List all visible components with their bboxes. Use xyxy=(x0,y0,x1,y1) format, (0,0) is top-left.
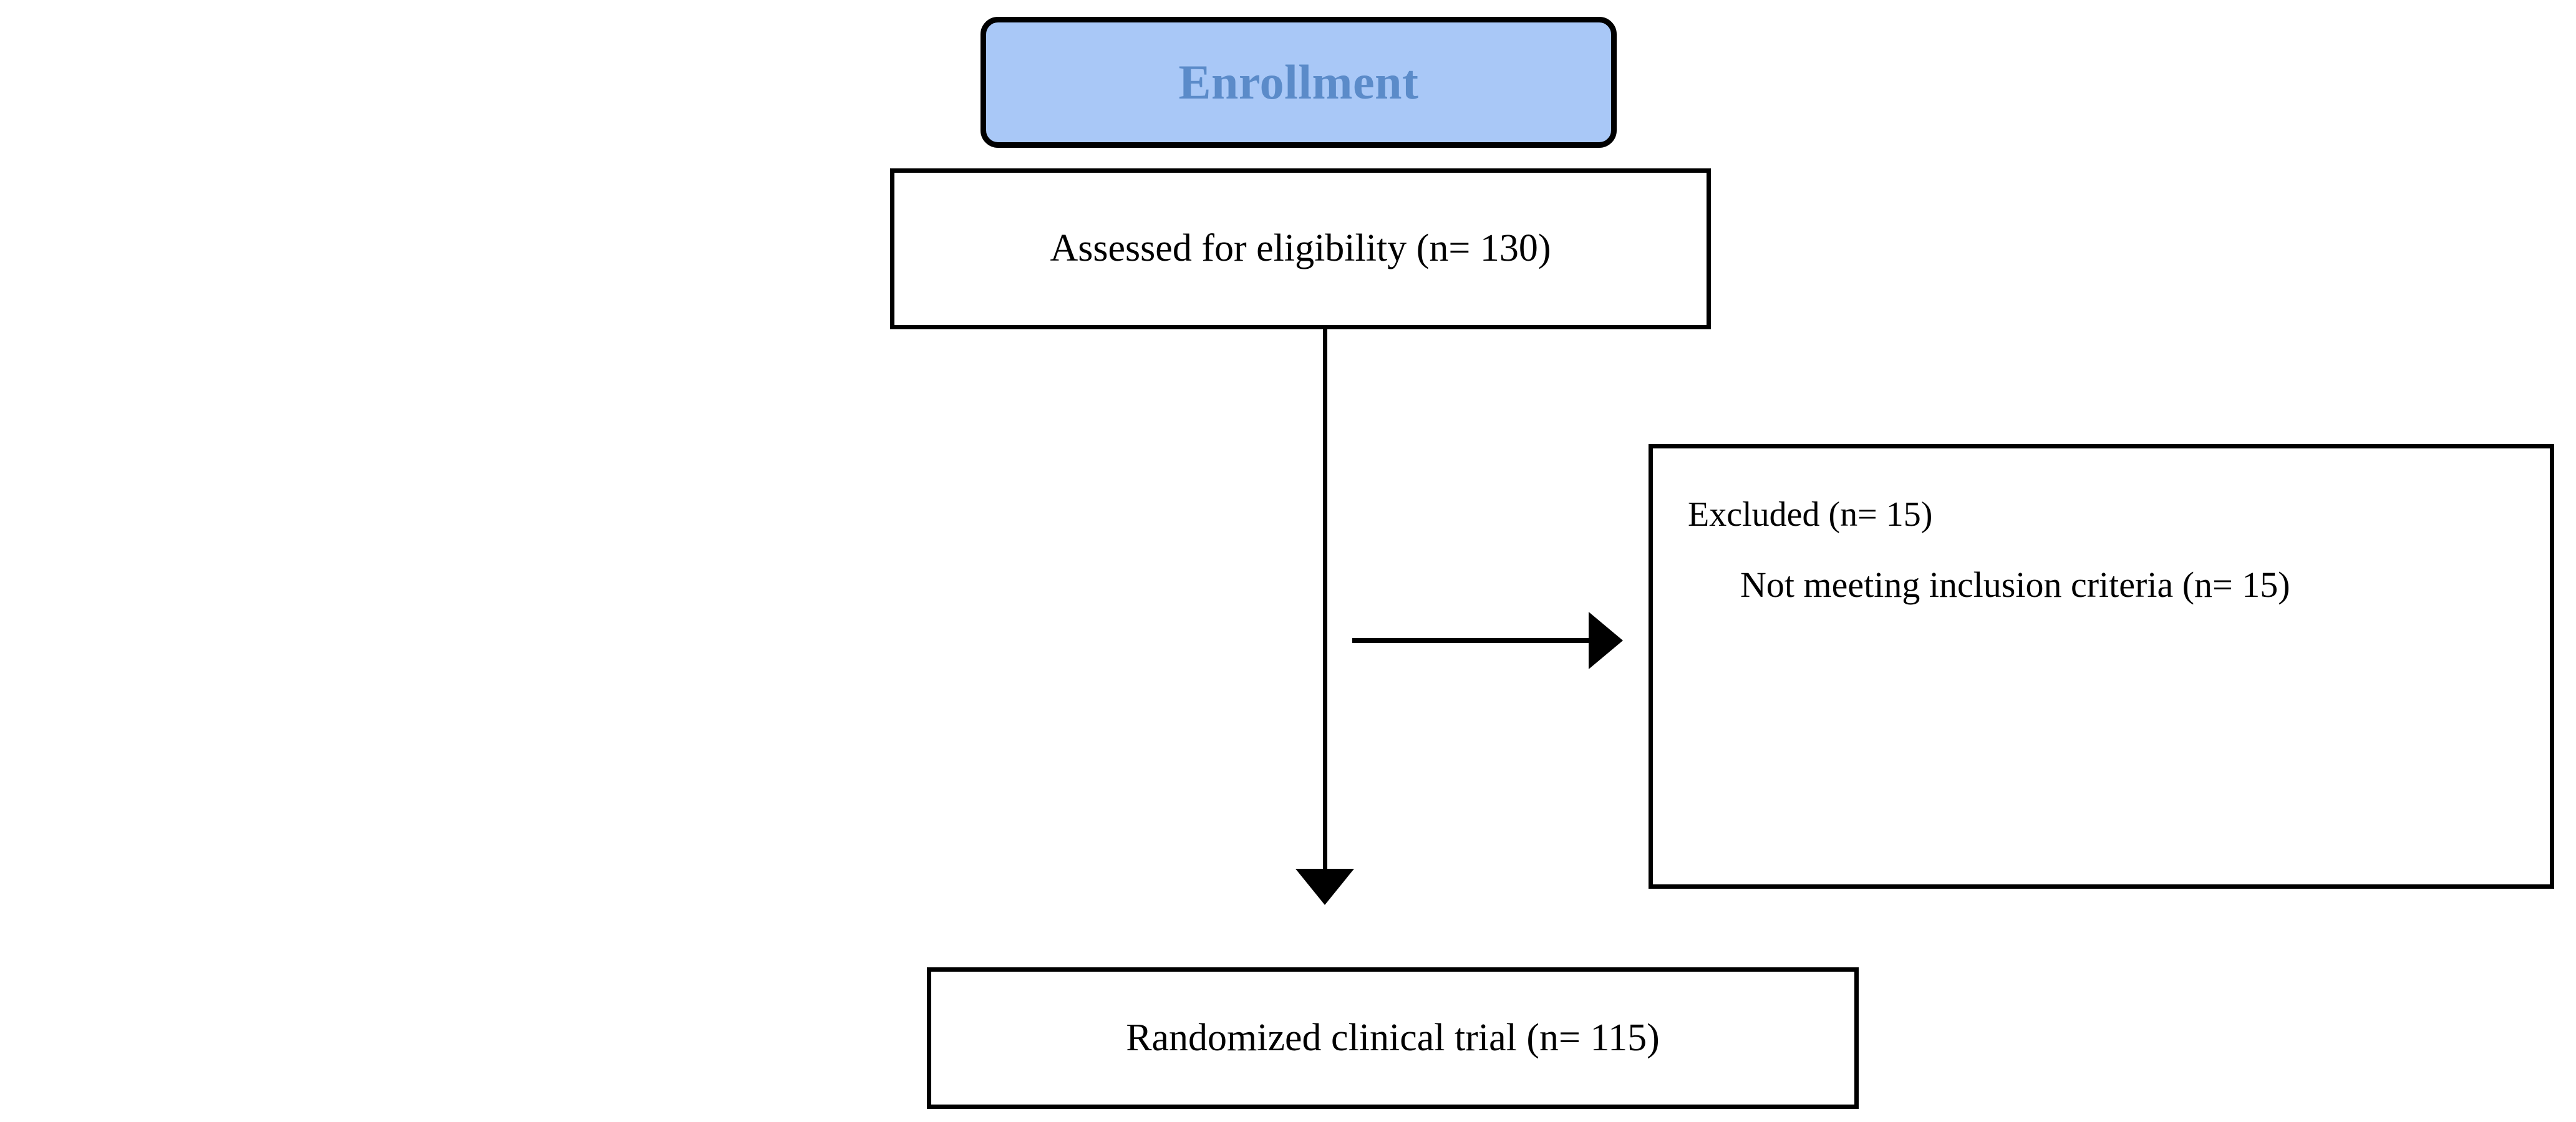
node-randomized-clinical-trial: Randomized clinical trial (n= 115) xyxy=(927,967,1859,1109)
excluded-count-label: Excluded (n= 15) xyxy=(1688,495,1933,534)
node-assessed-for-eligibility: Assessed for eligibility (n= 130) xyxy=(890,168,1711,329)
vertical-flow-arrow-line xyxy=(1323,329,1327,901)
node-excluded: Excluded (n= 15) Not meeting inclusion c… xyxy=(1649,444,2554,889)
assessed-for-eligibility-label: Assessed for eligibility (n= 130) xyxy=(1050,227,1551,270)
horizontal-exclusion-arrow-head-icon xyxy=(1589,612,1623,669)
horizontal-exclusion-arrow-line xyxy=(1352,638,1592,643)
excluded-reason-label: Not meeting inclusion criteria (n= 15) xyxy=(1740,564,2290,605)
vertical-flow-arrow-head-icon xyxy=(1295,869,1354,905)
randomized-clinical-trial-label: Randomized clinical trial (n= 115) xyxy=(1126,1016,1660,1059)
enrollment-banner: Enrollment xyxy=(981,17,1617,148)
enrollment-banner-label: Enrollment xyxy=(1178,55,1419,109)
